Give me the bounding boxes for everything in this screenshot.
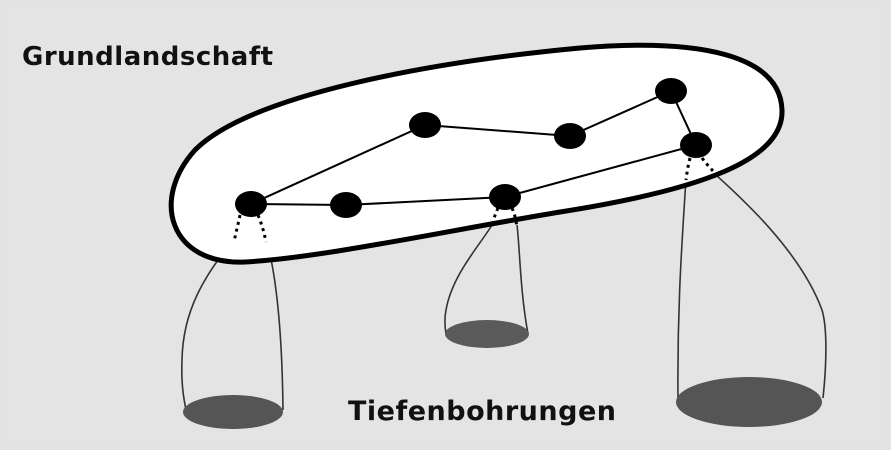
network-edges: [250, 90, 697, 206]
drill-label: Tiefenbohrungen: [348, 396, 617, 427]
node-f: [655, 78, 687, 104]
funnel-middle-outer: [444, 224, 493, 335]
wells: [183, 320, 822, 429]
node-c: [489, 184, 521, 210]
well-middle: [445, 320, 529, 348]
landscape-ellipse: [168, 42, 785, 265]
funnel-right-inner: [715, 174, 827, 399]
funnel-right-outer: [677, 177, 687, 401]
node-e: [554, 123, 586, 149]
funnel-middle-inner: [516, 224, 529, 335]
connector-left-outer: [232, 214, 242, 243]
well-left: [183, 395, 283, 429]
well-right: [676, 377, 822, 427]
edge-c-g: [504, 144, 697, 198]
node-d: [409, 112, 441, 138]
node-b: [330, 192, 362, 218]
network-nodes: [235, 78, 712, 218]
edge-e-f: [569, 90, 672, 137]
connector-right-inner: [700, 157, 720, 178]
connector-middle-outer: [490, 207, 500, 229]
node-a: [235, 191, 267, 217]
diagram-title: Grundlandschaft: [22, 42, 274, 72]
node-g: [680, 132, 712, 158]
connector-left-inner: [256, 214, 268, 243]
edge-b-c: [345, 196, 506, 206]
edge-a-d: [250, 124, 426, 205]
connector-right-outer: [684, 157, 692, 181]
connector-middle-inner: [510, 207, 519, 229]
funnel-left-inner: [265, 237, 284, 411]
dotted-connectors: [232, 157, 720, 243]
edge-d-e: [424, 124, 571, 137]
funnel-left-outer: [181, 237, 235, 411]
